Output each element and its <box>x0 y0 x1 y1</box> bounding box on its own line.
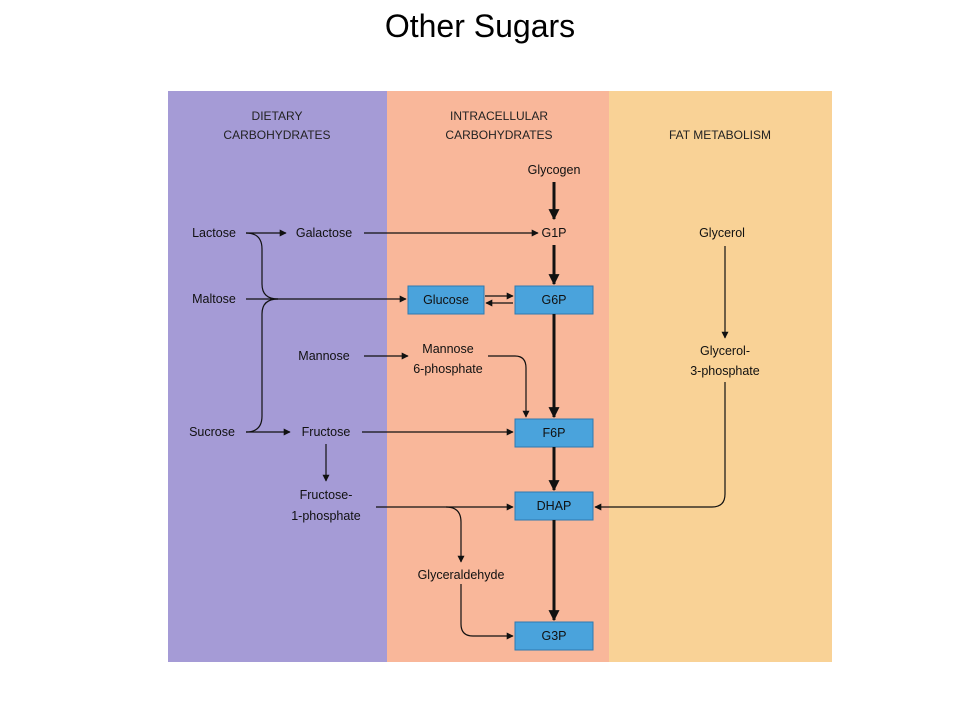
dietary-panel <box>168 91 387 662</box>
intracellular-panel <box>387 91 609 662</box>
node-f6p: F6P <box>543 426 566 440</box>
node-g6p: G6P <box>541 293 566 307</box>
intracellular-header-line2: CARBOHYDRATES <box>445 128 552 142</box>
node-mannose-6p-line1: Mannose <box>422 342 473 356</box>
node-fructose: Fructose <box>302 425 351 439</box>
node-glycerol-3p-line1: Glycerol- <box>700 344 750 358</box>
node-maltose: Maltose <box>192 292 236 306</box>
dietary-header-line1: DIETARY <box>252 109 303 123</box>
fat-header: FAT METABOLISM <box>669 128 771 142</box>
slide-title: Other Sugars <box>384 8 576 44</box>
arrow-f1p-glyceraldehyde <box>445 506 465 563</box>
node-mannose-6p-line2: 6-phosphate <box>413 362 483 376</box>
node-glucose: Glucose <box>423 293 469 307</box>
node-galactose: Galactose <box>296 226 352 240</box>
node-mannose: Mannose <box>298 349 349 363</box>
node-glycerol-3p-line2: 3-phosphate <box>690 364 760 378</box>
arrow-g3phosphate-dhap <box>594 382 726 511</box>
node-lactose: Lactose <box>192 226 236 240</box>
intracellular-header-line1: INTRACELLULAR <box>450 109 548 123</box>
node-dhap: DHAP <box>537 499 572 513</box>
bracket-sucrose-maltose <box>245 298 279 433</box>
node-glycerol: Glycerol <box>699 226 745 240</box>
node-sucrose: Sucrose <box>189 425 235 439</box>
bracket-lactose-maltose <box>245 232 279 300</box>
node-glycogen: Glycogen <box>528 163 581 177</box>
arrow-m6p-f6p <box>488 355 530 418</box>
glucose-box <box>407 285 485 315</box>
node-fructose-1p-line1: Fructose- <box>300 488 353 502</box>
arrow-glyceraldehyde-g3p <box>460 584 514 640</box>
node-g1p: G1P <box>541 226 566 240</box>
node-g3p: G3P <box>541 629 566 643</box>
fat-panel <box>609 91 832 662</box>
dietary-header-line2: CARBOHYDRATES <box>223 128 330 142</box>
node-glyceraldehyde: Glyceraldehyde <box>418 568 505 582</box>
node-fructose-1p-line2: 1-phosphate <box>291 509 361 523</box>
g3p-box <box>514 621 594 651</box>
